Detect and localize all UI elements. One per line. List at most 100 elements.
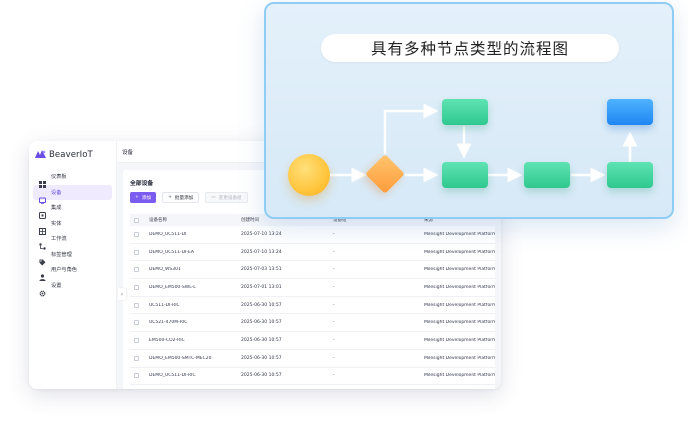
dashboard-icon <box>39 173 46 189</box>
cell-source: Milesight Development Platform <box>424 267 495 273</box>
column-header-name[interactable]: 设备名称 <box>149 218 167 223</box>
select-all-checkbox[interactable] <box>134 217 139 223</box>
row-checkbox[interactable] <box>134 355 139 361</box>
sidebar-item-label: 集成 <box>51 205 62 212</box>
cell-device-name: UC521-470M-RIC <box>149 320 188 326</box>
table-row[interactable]: DEMO_EM500-SWL-L 2025-07-01 13:01 - Milesig… <box>130 279 495 297</box>
process-node-3[interactable] <box>607 162 653 188</box>
process-node-1[interactable] <box>442 162 488 188</box>
sidebar-item-integrations[interactable]: 集成 <box>33 200 112 220</box>
tag-icon <box>39 251 46 266</box>
cell-created-time: 2025-07-10 13:24 <box>241 249 282 255</box>
user-icon <box>39 266 46 282</box>
cell-source: Milesight Development Platform <box>424 284 495 290</box>
table-row[interactable]: UC511-DI-RIC 2025-06-30 10:57 - Milesight D… <box>130 297 495 315</box>
column-header-source[interactable]: 来源 <box>424 218 433 223</box>
collapse-sidebar-button[interactable]: ‹ <box>118 288 126 300</box>
sidebar-item-label: 用户与角色 <box>51 267 77 274</box>
sidebar-item-label: 设备 <box>51 189 62 196</box>
cell-source: Milesight Development Platform <box>424 373 495 379</box>
process-node-top[interactable] <box>442 99 488 125</box>
sidebar-item-label: 标签管理 <box>51 251 72 258</box>
cell-device-group: - <box>333 249 335 255</box>
cell-device-name: DEMO_UC511-DI-EA <box>149 249 194 255</box>
flowchart-panel: 具有多种节点类型的流程图 <box>264 2 674 219</box>
process-node-2[interactable] <box>524 162 570 188</box>
row-checkbox[interactable] <box>134 337 139 343</box>
cell-created-time: 2025-07-03 13:51 <box>241 267 282 273</box>
sidebar-item-dashboard[interactable]: 仪表板 <box>33 169 112 189</box>
flow-title: 具有多种节点类型的流程图 <box>321 34 619 62</box>
sidebar-item-label: 仪表板 <box>51 174 67 181</box>
sidebar-item-tags[interactable]: 标签管理 <box>33 247 112 266</box>
sidebar-item-label: 设置 <box>51 282 62 289</box>
change-group-button-label: 变更设备组 <box>218 195 242 201</box>
sidebar-item-entities[interactable]: 实体 <box>33 216 112 235</box>
row-checkbox[interactable] <box>134 284 139 290</box>
row-checkbox[interactable] <box>134 320 139 326</box>
end-node[interactable] <box>607 99 653 125</box>
batch-add-button[interactable]: + 批量添加 <box>162 192 200 203</box>
logo[interactable]: BeaverIoT <box>34 149 93 160</box>
start-node[interactable] <box>288 154 330 196</box>
cell-created-time: 2025-06-30 10:57 <box>241 355 282 361</box>
row-checkbox[interactable] <box>134 249 139 255</box>
sidebar-item-workflow[interactable]: 工作流 <box>33 231 112 250</box>
batch-add-button-label: 批量添加 <box>174 195 194 201</box>
cell-device-group: - <box>333 302 335 308</box>
logo-text: BeaverIoT <box>49 149 93 160</box>
cell-created-time: 2025-07-01 13:01 <box>241 284 282 290</box>
table-body: DEMO_UC511-DI 2025-07-10 13:24 - Milesight … <box>130 226 495 386</box>
sidebar-item-devices[interactable]: 设备 <box>33 184 112 204</box>
column-header-time[interactable]: 创建时间 <box>241 218 259 223</box>
row-checkbox[interactable] <box>134 302 139 308</box>
cell-source: Milesight Development Platform <box>424 302 495 308</box>
beaver-logo-icon <box>35 150 46 158</box>
cell-device-group: - <box>333 267 335 273</box>
plus-icon: + <box>135 195 139 200</box>
cell-created-time: 2025-06-30 10:57 <box>241 302 282 308</box>
cell-device-name: DEMO_WS301 <box>149 267 181 273</box>
table-row[interactable]: DEMO_UC511-DI-EA 2025-07-10 13:24 - Milesig… <box>130 244 495 262</box>
cell-device-group: - <box>333 373 335 379</box>
row-checkbox[interactable] <box>134 373 139 379</box>
cell-device-group: - <box>333 355 335 361</box>
sidebar-item-users[interactable]: 用户与角色 <box>33 262 112 282</box>
cell-device-name: DEMO_EM500-SMTC-MEC20 <box>149 355 212 361</box>
card-title: 全部设备 <box>130 181 154 187</box>
change-group-button[interactable]: ▭ 变更设备组 <box>205 192 248 203</box>
plus-icon: + <box>168 195 172 200</box>
cell-device-group: - <box>333 231 335 237</box>
column-header-group[interactable]: 设备组 <box>333 218 347 223</box>
settings-icon <box>39 282 46 297</box>
cell-device-name: UC511-DI-RIC <box>149 302 180 308</box>
sidebar-item-settings[interactable]: 设置 <box>33 278 112 297</box>
add-button-label: 添加 <box>141 195 152 201</box>
table-row[interactable]: DEMO_WS301 2025-07-03 13:51 - Milesight Dev… <box>130 261 495 280</box>
table-row[interactable]: DEMO_EM500-SMTC-MEC20 2025-06-30 10:57 - Mi… <box>130 350 495 368</box>
cell-device-name: DEMO_UC511-DI <box>149 231 187 237</box>
entity-icon <box>39 220 46 235</box>
chevron-left-icon: ‹ <box>120 290 124 298</box>
cell-source: Milesight Development Platform <box>424 355 495 361</box>
folder-icon: ▭ <box>211 195 216 200</box>
workflow-icon <box>39 235 46 250</box>
add-button[interactable]: + 添加 <box>130 192 157 203</box>
cell-source: Milesight Development Platform <box>424 249 495 255</box>
cell-created-time: 2025-06-30 10:57 <box>241 320 282 326</box>
row-checkbox[interactable] <box>134 267 139 273</box>
row-checkbox[interactable] <box>134 231 139 237</box>
integration-icon <box>39 204 46 220</box>
cell-device-group: - <box>333 284 335 290</box>
cell-created-time: 2025-07-10 13:24 <box>241 231 282 237</box>
cell-device-name: DEMO_EM500-SWL-L <box>149 284 196 290</box>
sidebar-item-label: 实体 <box>51 220 62 227</box>
cell-created-time: 2025-06-30 10:57 <box>241 373 282 379</box>
sidebar: BeaverIoT 仪表板 设备 <box>29 141 117 389</box>
cell-source: Milesight Development Platform <box>424 320 495 326</box>
